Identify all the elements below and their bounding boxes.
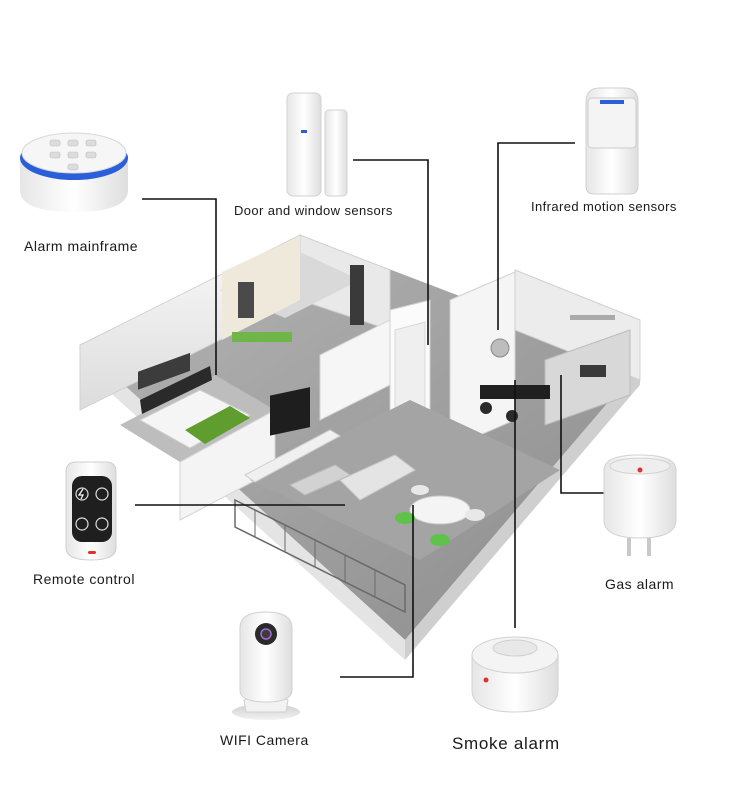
- kitchen-wall: [449, 271, 516, 449]
- dining-chair-4: [411, 485, 429, 495]
- kitchen-shelf: [570, 315, 615, 320]
- bolt-icon: [77, 488, 84, 500]
- bathroom-mirror: [238, 282, 254, 318]
- bar-stool-2: [506, 410, 518, 422]
- bathroom-sink-counter: [232, 332, 292, 342]
- label-alarm-mainframe: Alarm mainframe: [24, 238, 138, 254]
- wifi-camera-device: [232, 611, 300, 720]
- connector-lines: [135, 142, 604, 678]
- connector-infrared-motion: [497, 142, 575, 330]
- label-infrared-motion-sensors: Infrared motion sensors: [531, 199, 677, 214]
- tv-cabinet: [244, 429, 342, 483]
- living-floor: [250, 400, 560, 560]
- label-remote-control: Remote control: [33, 571, 135, 587]
- bed-blanket: [185, 406, 250, 444]
- bed-headboard: [140, 366, 212, 414]
- kitchen-stove: [580, 365, 606, 377]
- dining-chair-1: [395, 512, 415, 524]
- bar-stool-1: [480, 402, 492, 414]
- alarm-mainframe-device: [20, 132, 128, 212]
- dining-chair-3: [465, 509, 485, 521]
- label-door-window-sensors: Door and window sensors: [234, 203, 393, 218]
- remote-buttons: [75, 487, 109, 531]
- kitchen-counter: [544, 329, 631, 426]
- label-smoke-alarm: Smoke alarm: [452, 734, 560, 753]
- bathroom-cabinet: [350, 265, 364, 325]
- tv-screen: [270, 387, 310, 436]
- gas-alarm-device: [603, 454, 677, 556]
- sofa: [339, 454, 416, 501]
- connector-gas-alarm: [560, 375, 604, 494]
- dining-chair-2: [430, 534, 450, 546]
- slab-right-edge: [405, 365, 640, 660]
- dining-table: [409, 495, 471, 525]
- coffee-table: [288, 464, 352, 496]
- bed-base: [138, 389, 252, 449]
- connector-wifi-camera: [340, 505, 414, 678]
- house-floorplan: [79, 234, 641, 660]
- label-wifi-camera: WIFI Camera: [220, 732, 309, 748]
- connector-door-window: [353, 159, 429, 345]
- label-gas-alarm: Gas alarm: [605, 576, 674, 592]
- connector-alarm-mainframe: [142, 198, 217, 375]
- infrared-motion-sensor-device: [585, 87, 639, 195]
- smoke-alarm-device: [471, 636, 559, 713]
- door-window-sensor-device: [286, 92, 348, 197]
- bedroom-window: [138, 352, 190, 390]
- remote-control-device: [65, 461, 117, 561]
- wall-clock: [490, 338, 510, 358]
- balcony-railing: [234, 498, 406, 614]
